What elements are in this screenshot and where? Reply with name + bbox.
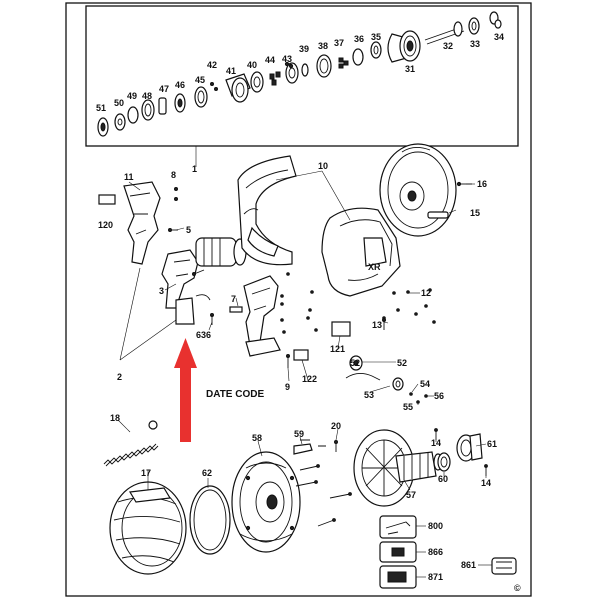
label-45: 45 (195, 75, 205, 85)
label-14b: 14 (481, 478, 491, 488)
label-120: 120 (98, 220, 113, 230)
label-800: 800 (428, 521, 443, 531)
label-55: 55 (403, 402, 413, 412)
label-63: 63 (196, 330, 206, 340)
label-121: 121 (330, 344, 345, 354)
accessory-group (379, 515, 517, 589)
copyright-icon: © (514, 583, 521, 593)
label-14a: 14 (431, 438, 441, 448)
label-49: 49 (127, 91, 137, 101)
label-34: 34 (494, 32, 504, 42)
label-52b: 52 (397, 358, 407, 368)
bracket-group (293, 439, 338, 455)
label-20: 20 (331, 421, 341, 431)
label-15: 15 (470, 208, 480, 218)
label-12: 12 (421, 288, 431, 298)
leader-lines (117, 181, 492, 578)
label-47: 47 (159, 84, 169, 94)
label-11: 11 (124, 172, 134, 182)
seal-ring (189, 485, 231, 555)
label-866: 866 (428, 547, 443, 557)
svg-text:XR: XR (368, 262, 381, 272)
label-16: 16 (477, 179, 487, 189)
label-861: 861 (461, 560, 476, 570)
drum-base-group (231, 451, 352, 553)
bearing-group (434, 428, 488, 476)
label-871: 871 (428, 572, 443, 582)
label-8: 8 (171, 170, 176, 180)
label-9: 9 (285, 382, 290, 392)
label-50: 50 (114, 98, 124, 108)
label-38: 38 (318, 41, 328, 51)
label-13: 13 (372, 320, 382, 330)
label-32: 32 (443, 41, 453, 51)
small-parts-group (345, 318, 428, 404)
motor-housing-group (98, 181, 309, 368)
date-code-label: DATE CODE (206, 389, 264, 400)
label-35: 35 (371, 32, 381, 42)
label-1: 1 (192, 164, 197, 174)
label-18: 18 (110, 413, 120, 423)
page-frame (65, 2, 532, 597)
drum-group (379, 143, 472, 237)
label-61: 61 (487, 439, 497, 449)
label-57: 57 (406, 490, 416, 500)
label-36: 36 (354, 34, 364, 44)
label-54: 54 (420, 379, 430, 389)
label-2: 2 (117, 372, 122, 382)
label-56: 56 (434, 391, 444, 401)
label-43: 43 (282, 54, 292, 64)
gearbox-inset-frame (85, 5, 519, 147)
label-7: 7 (231, 294, 236, 304)
label-40: 40 (247, 60, 257, 70)
spindle-plate-group (353, 429, 443, 507)
label-53: 53 (364, 390, 374, 400)
red-arrow-icon (174, 338, 197, 442)
label-44: 44 (265, 55, 275, 65)
label-122: 122 (302, 374, 317, 384)
label-58: 58 (252, 433, 262, 443)
cable-spring-group (103, 420, 159, 467)
label-41: 41 (226, 66, 236, 76)
label-10: 10 (318, 161, 328, 171)
part-labels: 1 2 3 5 6 7 8 9 10 11 12 13 14 14 15 16 … (98, 161, 521, 593)
label-62: 62 (202, 468, 212, 478)
gear-train-group: 51 50 49 48 47 46 45 42 41 40 44 43 39 3… (96, 11, 504, 137)
label-6: 6 (206, 330, 211, 340)
label-39: 39 (299, 44, 309, 54)
label-31: 31 (405, 64, 415, 74)
label-52: 52 (350, 358, 360, 368)
label-42: 42 (207, 60, 217, 70)
label-37: 37 (334, 38, 344, 48)
label-59: 59 (294, 429, 304, 439)
drum-cover-group: XR (237, 155, 436, 337)
label-51: 51 (96, 103, 106, 113)
label-5: 5 (186, 225, 191, 235)
label-46: 46 (175, 80, 185, 90)
drum-body-group (109, 481, 187, 575)
label-60: 60 (438, 474, 448, 484)
label-33: 33 (470, 39, 480, 49)
label-48: 48 (142, 91, 152, 101)
label-3: 3 (159, 286, 164, 296)
label-17: 17 (141, 468, 151, 478)
